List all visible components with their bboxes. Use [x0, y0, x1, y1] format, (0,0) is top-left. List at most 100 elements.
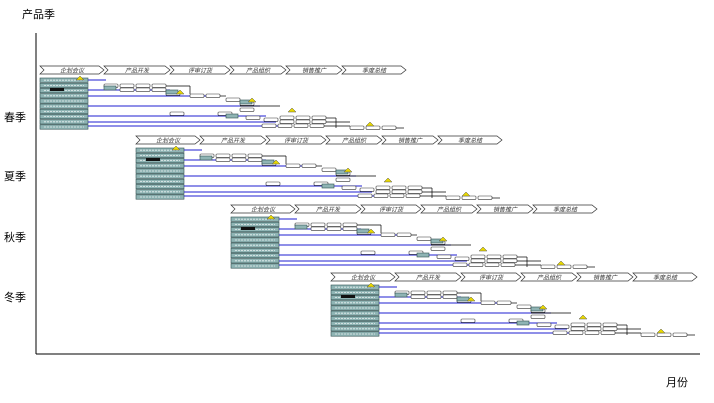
milestone-marker — [578, 314, 588, 320]
process-box — [568, 330, 584, 335]
process-box — [151, 83, 167, 88]
stage-arrow — [576, 272, 634, 282]
process-box — [391, 185, 407, 190]
stage-arrow — [135, 135, 201, 145]
stage-arrow — [330, 272, 396, 282]
process-box — [445, 195, 461, 200]
stage-arrow — [229, 65, 287, 75]
stage-arrow — [381, 135, 439, 145]
process-box — [460, 318, 476, 323]
process-box — [326, 226, 342, 231]
stage-arrow — [420, 204, 478, 214]
stage-arrow — [520, 272, 578, 282]
stage-label: 企划会议 — [251, 206, 276, 214]
season-flow-autumn: 企划会议产品开发评审订货产品组织销售推广季度总结 — [230, 204, 598, 269]
stage-label: 企划会议 — [60, 67, 85, 75]
task-bar-highlight — [241, 227, 255, 230]
process-box — [672, 332, 688, 337]
process-box — [584, 330, 600, 335]
process-box — [277, 123, 293, 128]
process-box — [442, 294, 458, 299]
process-box-highlight — [516, 320, 530, 326]
process-box — [640, 332, 656, 337]
process-box — [359, 187, 375, 192]
milestone-marker — [287, 107, 297, 113]
process-box — [486, 254, 502, 259]
milestone-marker — [175, 89, 185, 95]
stage-arrow — [341, 65, 407, 75]
process-box — [389, 193, 405, 198]
stage-arrow — [230, 204, 296, 214]
stage-label: 产品组织 — [537, 274, 562, 282]
milestone-marker — [461, 191, 471, 197]
stage-arrow — [39, 65, 105, 75]
process-box-highlight — [199, 155, 213, 161]
process-box — [373, 193, 389, 198]
season-label-summer: 夏季 — [4, 170, 26, 183]
process-box — [477, 195, 493, 200]
milestone-marker — [478, 246, 488, 252]
stage-label: 产品开发 — [316, 206, 341, 214]
process-box — [602, 326, 618, 331]
stage-label: 评审订货 — [284, 137, 309, 145]
stage-arrow — [199, 135, 267, 145]
stage-arrow — [360, 204, 422, 214]
stage-arrow — [103, 65, 171, 75]
process-box — [215, 153, 231, 158]
process-box-highlight — [456, 296, 470, 302]
process-box — [552, 330, 568, 335]
process-box — [570, 326, 586, 331]
process-box — [407, 185, 423, 190]
milestone-marker — [438, 236, 448, 242]
season-label-autumn: 秋季 — [4, 231, 26, 244]
process-box — [285, 163, 301, 168]
process-box — [295, 119, 311, 124]
stage-label: 产品开发 — [416, 274, 441, 282]
stage-arrow — [460, 272, 522, 282]
process-box — [263, 117, 279, 122]
process-box-highlight — [103, 85, 117, 91]
milestone-marker — [466, 296, 476, 302]
stage-label: 产品组织 — [342, 137, 367, 145]
process-box — [502, 254, 518, 259]
milestone-marker — [365, 121, 375, 127]
process-box — [381, 125, 397, 130]
process-box-highlight — [225, 113, 239, 119]
season-flow-summer: 企划会议产品开发评审订货产品组织销售推广季度总结 — [135, 135, 503, 200]
stage-label: 产品组织 — [437, 206, 462, 214]
stage-label: 产品开发 — [221, 137, 246, 145]
process-box — [656, 332, 672, 337]
process-box — [480, 300, 496, 305]
process-box-highlight — [261, 159, 275, 165]
stage-arrow — [285, 65, 343, 75]
process-box — [261, 123, 277, 128]
process-box — [602, 322, 618, 327]
stage-arrow — [437, 135, 503, 145]
stage-label: 评审订货 — [188, 67, 213, 75]
process-box — [310, 222, 326, 227]
process-box — [342, 226, 358, 231]
process-box — [310, 226, 326, 231]
process-box — [416, 236, 432, 241]
process-box — [572, 264, 588, 269]
stage-arrow — [532, 204, 598, 214]
milestone-marker — [271, 159, 281, 165]
stage-arrow — [265, 135, 327, 145]
process-box — [119, 87, 135, 92]
y-axis-title: 产品季 — [22, 8, 55, 21]
season-flow-spring: 企划会议产品开发评审订货产品组织销售推广季度总结 — [39, 65, 407, 130]
milestone-marker — [247, 97, 257, 103]
process-box — [536, 322, 552, 327]
stage-label: 产品组织 — [246, 67, 271, 75]
process-box — [135, 83, 151, 88]
stage-arrow — [632, 272, 698, 282]
process-box — [326, 222, 342, 227]
process-box — [540, 264, 556, 269]
process-box — [231, 153, 247, 158]
stage-label: 销售推广 — [593, 274, 618, 282]
process-box — [169, 111, 185, 116]
process-box — [586, 326, 602, 331]
process-box-highlight — [165, 89, 179, 95]
milestone-marker — [383, 177, 393, 183]
